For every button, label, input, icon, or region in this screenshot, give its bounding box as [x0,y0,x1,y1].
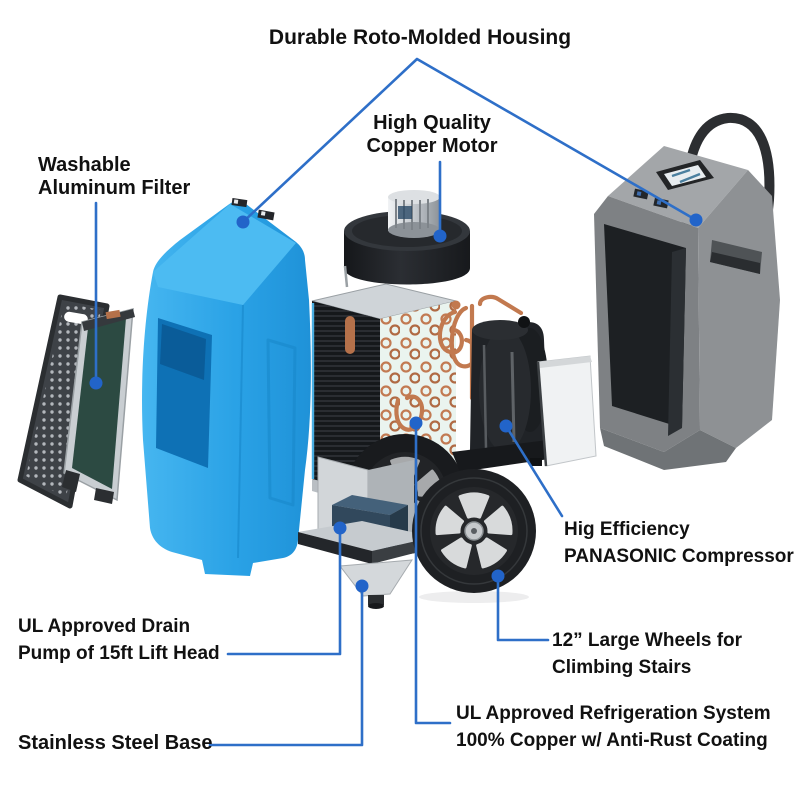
leader-dot-base [355,579,369,593]
callout-text: Stainless Steel Base [18,732,213,754]
leader-dot-wheels [491,569,505,583]
electrical-box-graphic [536,355,597,467]
filter-media-panel-graphic [62,308,135,504]
leader-housing [241,57,698,224]
callout-roto-molded-housing: Durable Roto-Molded Housing [230,25,610,50]
callout-text-line1: UL Approved Drain [18,616,191,637]
rear-housing-graphic [594,112,780,470]
callout-text-line1: Hig Efficiency [564,519,690,540]
callout-text-line1: 12” Large Wheels for [552,630,743,651]
leader-wheels [496,574,550,642]
leader-refrigeration [414,421,452,725]
housing-latch-icon [231,198,275,221]
leader-dot-drain-pump [333,521,347,535]
leader-dot-filter [89,376,103,390]
front-housing-graphic [142,198,311,576]
callout-text-line1: Washable [38,154,131,176]
callout-aluminum-filter: Washable Aluminum Filter [38,154,190,200]
callout-copper-motor: High Quality Copper Motor [352,112,512,158]
leader-lines [89,57,703,747]
leader-base [208,584,364,747]
callout-text-line2: 100% Copper w/ Anti-Rust Coating [456,730,768,751]
control-panel-graphic [656,160,714,190]
callout-text: Durable Roto-Molded Housing [268,26,572,49]
copper-motor-graphic [344,190,470,285]
callout-text-line1: High Quality [373,112,491,134]
front-wheel-graphic [412,469,536,603]
drain-funnel-graphic [339,559,413,609]
base-assembly-graphic [298,456,434,609]
leader-compressor [504,424,564,518]
leader-dot-refrigeration [409,416,423,430]
callout-text-line2: Climbing Stairs [552,657,692,678]
rear-housing-latch-icon [633,188,669,209]
leader-dot-motor [433,229,447,243]
compressor-graphic [437,294,556,478]
callout-wheels: 12” Large Wheels for Climbing Stairs [552,627,742,681]
leader-dot-housing-rear [689,213,703,227]
callout-text-line2: PANASONIC Compressor [564,546,794,567]
callout-stainless-base: Stainless Steel Base [18,731,213,755]
callout-compressor: Hig Efficiency PANASONIC Compressor [564,516,794,570]
callout-text-line2: Copper Motor [366,135,498,157]
leader-dot-compressor [499,419,513,433]
callout-drain-pump: UL Approved Drain Pump of 15ft Lift Head [18,613,220,667]
callout-text-line2: Pump of 15ft Lift Head [18,643,220,664]
callout-text-line2: Aluminum Filter [38,177,191,199]
callout-refrigeration: UL Approved Refrigeration System 100% Co… [456,700,771,754]
leader-dot-housing-front [236,215,250,229]
callout-text-line1: UL Approved Refrigeration System [456,703,771,724]
motor-shaft-graphic [388,190,440,238]
leader-drain-pump [226,526,342,656]
